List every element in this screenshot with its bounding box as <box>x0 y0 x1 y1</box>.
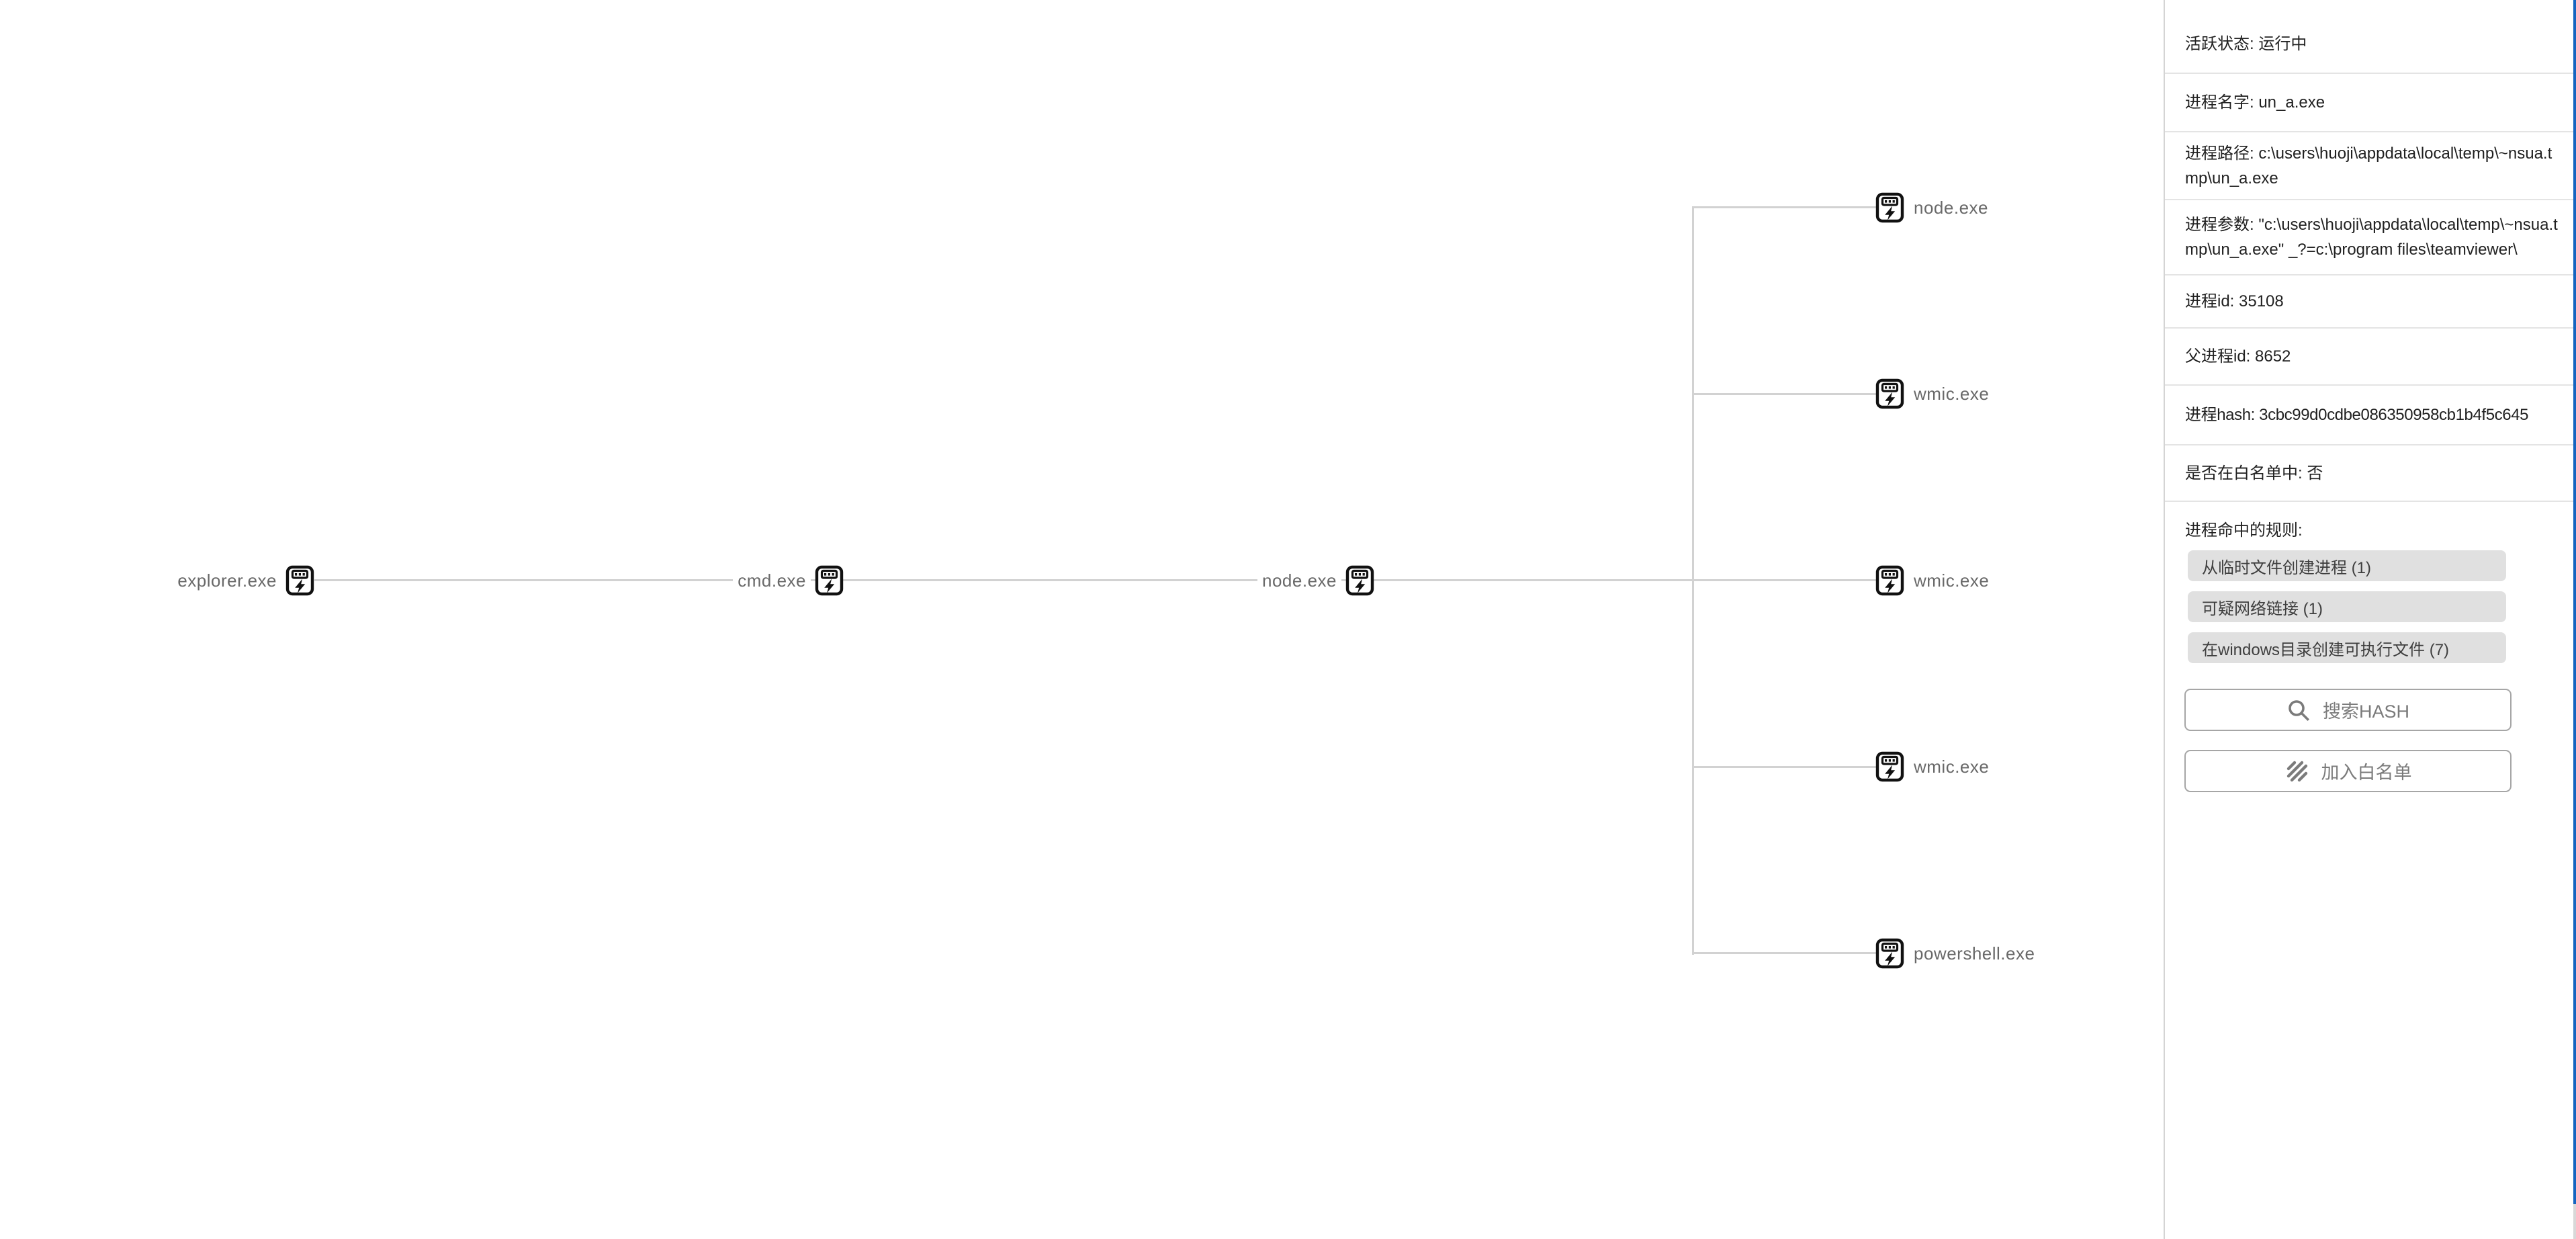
detail-row-ppid: 父进程id: 8652 <box>2165 329 2576 386</box>
tree-connector-branch <box>1693 766 1876 768</box>
detail-row-name: 进程名字: un_a.exe <box>2165 74 2576 132</box>
tree-connector-branch <box>1693 393 1876 395</box>
search-hash-label: 搜索HASH <box>2322 701 2409 722</box>
search-icon <box>2289 699 2310 721</box>
process-node-wmic-2[interactable]: wmic.exe <box>1875 565 1994 596</box>
tree-connector-branch <box>1693 952 1876 954</box>
process-icon <box>285 565 314 596</box>
add-to-whitelist-button[interactable]: 加入白名单 <box>2184 750 2512 792</box>
process-icon <box>1875 751 1904 782</box>
process-icon <box>815 565 844 596</box>
tree-connector-vertical <box>1692 206 1694 955</box>
detail-row-whitelisted: 是否在白名单中: 否 <box>2165 445 2576 502</box>
stripes-icon <box>2286 761 2307 782</box>
scrollbar-thumb[interactable] <box>2573 0 2576 1204</box>
process-node-label: wmic.exe <box>1909 382 1994 406</box>
detail-row-args: 进程参数: "c:\users\huoji\appdata\local\temp… <box>2165 200 2576 275</box>
process-tree-canvas[interactable]: explorer.exe cmd.exe node.exe node.exe w… <box>0 0 2164 1239</box>
process-icon <box>1875 378 1904 409</box>
process-icon <box>1875 565 1904 596</box>
process-node-label: wmic.exe <box>1909 755 1994 779</box>
process-node-label: wmic.exe <box>1909 568 1994 593</box>
process-node-powershell[interactable]: powershell.exe <box>1875 938 2040 969</box>
process-node-explorer[interactable]: explorer.exe <box>0 565 314 596</box>
process-node-label: powershell.exe <box>1909 941 2040 966</box>
detail-row-path: 进程路径: c:\users\huoji\appdata\local\temp\… <box>2165 132 2576 200</box>
process-node-cmd[interactable]: cmd.exe <box>479 565 844 596</box>
rules-section-title: 进程命中的规则: <box>2185 521 2303 540</box>
rule-chip-temp-file-process[interactable]: 从临时文件创建进程 (1) <box>2188 550 2506 581</box>
add-to-whitelist-label: 加入白名单 <box>2321 763 2412 783</box>
process-node-label: explorer.exe <box>173 568 281 593</box>
search-hash-button[interactable]: 搜索HASH <box>2184 689 2512 731</box>
detail-row-status: 活跃状态: 运行中 <box>2165 0 2576 74</box>
process-icon <box>1345 565 1374 596</box>
process-node-wmic-3[interactable]: wmic.exe <box>1875 751 1994 782</box>
process-details-panel: 活跃状态: 运行中 进程名字: un_a.exe 进程路径: c:\users\… <box>2164 0 2576 1239</box>
detail-row-pid: 进程id: 35108 <box>2165 275 2576 329</box>
rule-chip-windows-dir-executable[interactable]: 在windows目录创建可执行文件 (7) <box>2188 632 2506 663</box>
detail-row-hash: 进程hash: 3cbc99d0cdbe086350958cb1b4f5c645 <box>2165 386 2576 445</box>
tree-connector-branch <box>1693 206 1876 208</box>
process-icon <box>1875 938 1904 969</box>
tree-connector-main <box>314 579 1877 581</box>
process-node-label: node.exe <box>1257 568 1341 593</box>
rule-chip-suspicious-network[interactable]: 可疑网络链接 (1) <box>2188 591 2506 622</box>
process-node-label: node.exe <box>1909 196 1993 220</box>
process-node-node-child[interactable]: node.exe <box>1875 192 1993 223</box>
process-node-label: cmd.exe <box>733 568 811 593</box>
process-icon <box>1875 192 1904 223</box>
process-node-node[interactable]: node.exe <box>1010 565 1374 596</box>
process-node-wmic-1[interactable]: wmic.exe <box>1875 378 1994 409</box>
scrollbar-track[interactable] <box>2573 0 2576 1239</box>
